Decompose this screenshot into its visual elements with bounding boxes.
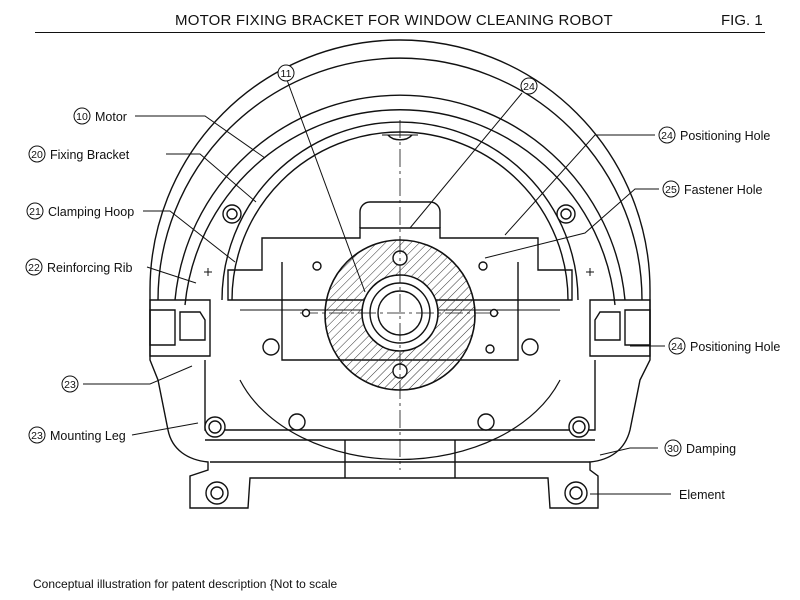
label-element: Element <box>679 488 725 502</box>
svg-text:20: 20 <box>31 149 43 161</box>
small-hole-1 <box>312 261 322 271</box>
label-motor: 10 Motor <box>73 107 127 125</box>
svg-text:Element: Element <box>679 488 725 502</box>
callout-24-top: 24 <box>520 77 538 95</box>
svg-text:Mounting Leg: Mounting Leg <box>50 429 126 443</box>
label-fastener-hole: 25 Fastener Hole <box>662 180 763 198</box>
svg-text:25: 25 <box>665 184 677 196</box>
centerlines <box>300 120 500 470</box>
hole-left-mid <box>262 338 280 356</box>
right-clamp-block <box>589 299 651 357</box>
ring-inner-edge-2 <box>184 109 616 306</box>
svg-text:23: 23 <box>64 379 76 391</box>
right-clamp-hook <box>594 311 621 341</box>
svg-text:30: 30 <box>667 443 679 455</box>
outer-housing <box>149 39 651 509</box>
outer-ring <box>157 57 643 301</box>
small-hole-4 <box>489 308 499 318</box>
svg-text:24: 24 <box>523 81 535 93</box>
leader-lines <box>83 79 671 495</box>
label-reinforcing-rib: 22 Reinforcing Rib <box>25 258 133 276</box>
svg-text:Motor: Motor <box>95 110 127 124</box>
svg-text:Reinforcing Rib: Reinforcing Rib <box>47 261 133 275</box>
inner-plate-bottom <box>204 360 596 431</box>
holes <box>204 204 590 505</box>
svg-text:22: 22 <box>28 262 40 274</box>
bracket-body <box>149 39 651 509</box>
plus-marks <box>204 268 594 276</box>
label-positioning-hole-2: 24 Positioning Hole <box>668 337 780 355</box>
label-mounting-leg: 23 Mounting Leg <box>28 426 126 444</box>
svg-text:Fixing Bracket: Fixing Bracket <box>50 148 130 162</box>
svg-text:24: 24 <box>661 130 673 142</box>
svg-text:11: 11 <box>281 68 292 80</box>
callout-11: 11 <box>277 64 295 82</box>
hole-right-mid <box>521 338 539 356</box>
svg-text:23: 23 <box>31 430 43 442</box>
svg-text:Positioning Hole: Positioning Hole <box>680 129 770 143</box>
label-fixing-bracket: 20 Fixing Bracket <box>28 145 130 163</box>
svg-text:Damping: Damping <box>686 442 736 456</box>
figure-number: FIG. 1 <box>721 12 763 29</box>
small-hole-3 <box>301 308 311 318</box>
svg-text:10: 10 <box>76 111 88 123</box>
lower-arc <box>239 379 561 460</box>
small-hole-5 <box>485 344 495 354</box>
left-clamp-inner <box>149 309 176 346</box>
hole-left-low <box>288 413 306 431</box>
left-clamp-hook <box>179 311 206 341</box>
svg-text:21: 21 <box>29 206 41 218</box>
small-hole-2 <box>478 261 488 271</box>
svg-text:24: 24 <box>671 341 683 353</box>
label-damping: 30 Damping <box>664 439 736 457</box>
label-positioning-hole-1: 24 Positioning Hole <box>658 126 770 144</box>
figure-title: MOTOR FIXING BRACKET FOR WINDOW CLEANING… <box>175 12 613 29</box>
hole-right-low <box>477 413 495 431</box>
label-23-plain: 23 <box>61 375 79 393</box>
top-notch <box>387 134 413 141</box>
title-rule <box>35 32 765 33</box>
footnote: Conceptual illustration for patent descr… <box>33 577 338 591</box>
right-clamp-inner <box>624 309 651 346</box>
svg-text:Clamping Hoop: Clamping Hoop <box>48 205 134 219</box>
label-clamping-hoop: 21 Clamping Hoop <box>26 202 134 220</box>
svg-text:Positioning Hole: Positioning Hole <box>690 340 780 354</box>
ring-inner-edge <box>174 94 626 301</box>
svg-text:Fastener Hole: Fastener Hole <box>684 183 763 197</box>
